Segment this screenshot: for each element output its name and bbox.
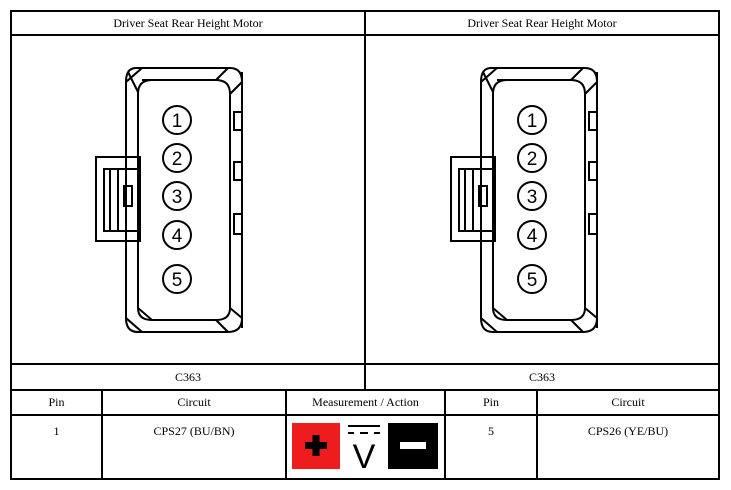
svg-text:5: 5 [172, 270, 183, 291]
table-header-divider [10, 414, 720, 416]
table-top-border [10, 389, 720, 391]
panel-title-left: Driver Seat Rear Height Motor [113, 15, 263, 30]
svg-text:1: 1 [527, 111, 538, 132]
svg-text:4: 4 [527, 226, 538, 247]
pin-2-right: 2 [517, 143, 547, 173]
pins-left: 1 2 3 4 5 [162, 105, 192, 294]
table-col-divider-2 [285, 389, 287, 480]
table-col-divider-4 [536, 389, 538, 480]
pin-5-left: 5 [162, 264, 192, 294]
pin-2-left: 2 [162, 143, 192, 173]
pin-4-right: 4 [517, 220, 547, 250]
row-circuit-b: CPS26 (YE/BU) [587, 424, 669, 438]
negative-probe-icon [388, 423, 438, 469]
pin-1-right: 1 [517, 105, 547, 135]
svg-text:4: 4 [172, 226, 183, 247]
connector-divider [10, 363, 720, 365]
header-circuit-a: Circuit [177, 395, 211, 409]
pin-3-left: 3 [162, 181, 192, 211]
row-pin-a: 1 [53, 424, 60, 438]
pin-1-left: 1 [162, 105, 192, 135]
connector-label-left: C363 [174, 369, 201, 384]
dc-voltage-icon: V [348, 425, 380, 473]
connector-diagram-right [450, 67, 598, 333]
row-pin-b: 5 [488, 424, 494, 438]
header-pin-a: Pin [48, 395, 65, 409]
svg-text:2: 2 [527, 149, 538, 170]
svg-text:3: 3 [527, 187, 538, 208]
header-measurement: Measurement / Action [312, 395, 419, 409]
pin-5-right: 5 [517, 264, 547, 294]
title-divider [10, 34, 720, 36]
svg-text:V: V [353, 438, 376, 473]
pin-3-right: 3 [517, 181, 547, 211]
header-circuit-b: Circuit [611, 395, 645, 409]
pins-right: 1 2 3 4 5 [517, 105, 547, 294]
table-col-divider-1 [101, 389, 103, 480]
table-col-divider-3 [444, 389, 446, 480]
panel-divider [364, 10, 366, 390]
svg-text:5: 5 [527, 270, 538, 291]
positive-probe-icon [292, 423, 340, 469]
pin-4-left: 4 [162, 220, 192, 250]
svg-text:2: 2 [172, 149, 183, 170]
panel-title-right: Driver Seat Rear Height Motor [467, 15, 617, 30]
connector-label-right: C363 [528, 369, 555, 384]
connector-diagram-left [95, 67, 243, 333]
measurement-action-cell: V [292, 423, 438, 473]
svg-text:3: 3 [172, 187, 183, 208]
row-circuit-a: CPS27 (BU/BN) [153, 424, 235, 438]
header-pin-b: Pin [482, 395, 499, 409]
svg-text:1: 1 [172, 111, 183, 132]
